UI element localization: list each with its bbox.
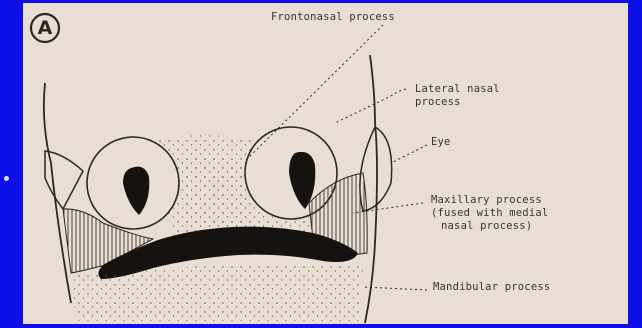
head-outline	[44, 83, 71, 303]
bullet-dot	[4, 176, 9, 181]
diagram-plate: A Frontonasal process Lateral nasal proc…	[23, 3, 628, 324]
label-maxillary-process-line1: Maxillary process	[431, 194, 542, 207]
leader-mandibular	[363, 287, 427, 290]
leader-eye	[391, 145, 427, 163]
face-diagram	[23, 3, 628, 324]
label-eye: Eye	[431, 136, 451, 149]
head-outline-right	[365, 55, 377, 323]
leader-lateral-nasal	[335, 89, 406, 123]
label-maxillary-process-line3: nasal process)	[441, 220, 532, 233]
label-maxillary-process-line2: (fused with medial	[431, 207, 548, 220]
panel-letter: A	[30, 13, 60, 43]
label-mandibular-process: Mandibular process	[433, 281, 550, 294]
label-lateral-nasal-process-line1: Lateral nasal	[415, 83, 500, 96]
label-frontonasal-process: Frontonasal process	[271, 11, 395, 24]
label-lateral-nasal-process-line2: process	[415, 96, 461, 109]
